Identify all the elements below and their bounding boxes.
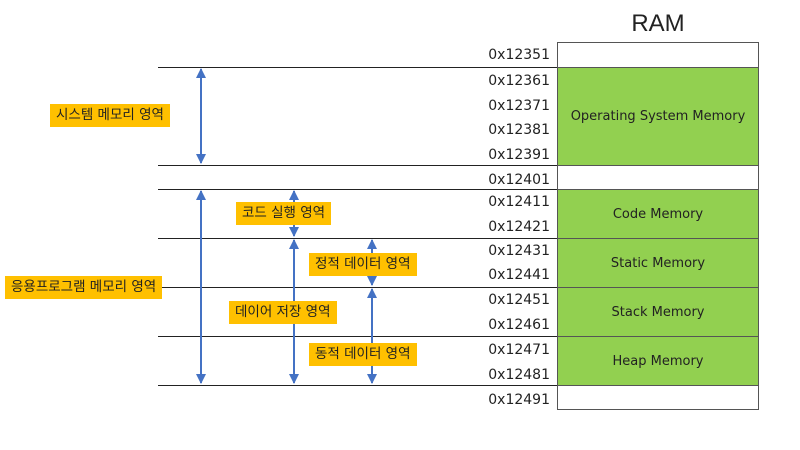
address-label: 0x12481 [488,367,550,383]
address-label: 0x12381 [488,122,550,138]
memory-block-static: Static Memory [557,238,759,288]
memory-block-heap: Heap Memory [557,336,759,386]
address-label: 0x12431 [488,243,550,259]
address-label: 0x12421 [488,219,550,235]
boundary-line-os-bottom [158,165,558,166]
boundary-line-stack-top [158,287,558,288]
boundary-line-app-bottom [158,385,558,386]
memory-block-stack: Stack Memory [557,287,759,337]
boundary-line-os-top [158,67,558,68]
region-label-code-exec: 코드 실행 영역 [236,202,332,225]
boundary-line-app-top [158,189,558,190]
address-label: 0x12401 [488,172,550,188]
address-label: 0x12471 [488,342,550,358]
address-label: 0x12361 [488,73,550,89]
address-label: 0x12491 [488,392,550,408]
memory-block-code: Code Memory [557,189,759,239]
region-label-static-data: 정적 데이터 영역 [309,253,417,276]
address-label: 0x12441 [488,267,550,283]
region-label-dynamic-data: 동적 데이터 영역 [309,343,417,366]
region-label-system: 시스템 메모리 영역 [50,104,170,127]
region-label-data-store: 데이어 저장 영역 [229,301,337,324]
address-label: 0x12451 [488,292,550,308]
boundary-line-heap-top [158,336,558,337]
address-label: 0x12461 [488,317,550,333]
boundary-line-static-top [158,238,558,239]
address-label: 0x12411 [488,194,550,210]
memory-block-top-empty [557,42,759,68]
address-label: 0x12351 [488,47,550,63]
address-label: 0x12371 [488,98,550,114]
region-label-application: 응용프로그램 메모리 영역 [5,276,163,299]
ram-title: RAM [631,10,685,37]
address-label: 0x12391 [488,147,550,163]
memory-block-bottom-empty [557,385,759,410]
